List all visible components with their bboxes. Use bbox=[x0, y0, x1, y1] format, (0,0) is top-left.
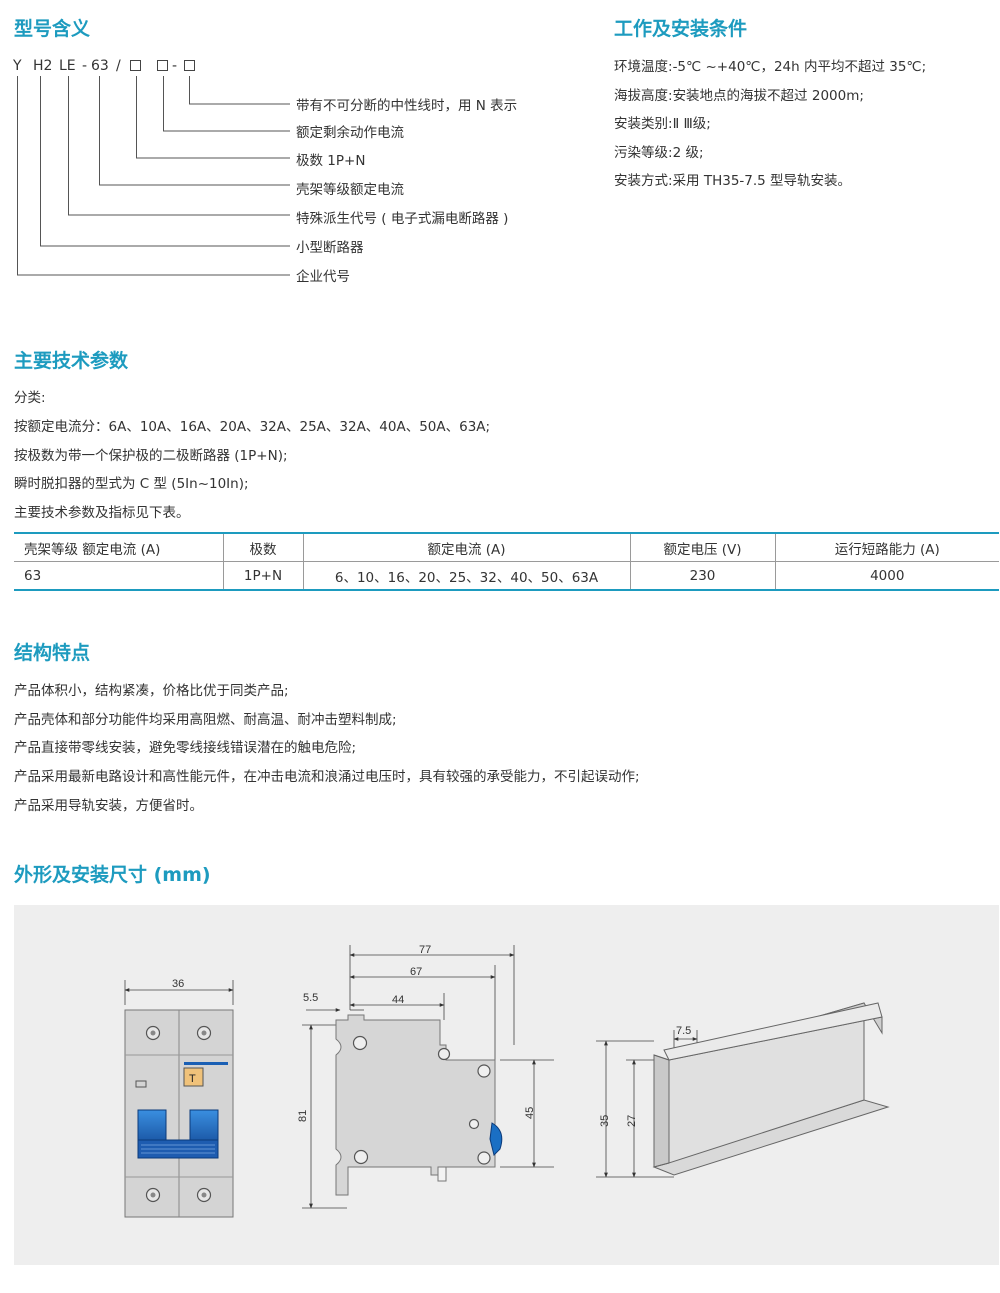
tech-line-poles: 按极数为带一个保护极的二极断路器 (1P+N); bbox=[14, 448, 288, 464]
dimension-drawing-panel: 36 T bbox=[14, 905, 999, 1265]
legend-mini-breaker: 小型断路器 bbox=[296, 240, 364, 256]
condition-mounting: 安装方式:采用 TH35-7.5 型导轨安装。 bbox=[614, 173, 852, 189]
header-rated-voltage: 额定电压 (V) bbox=[630, 533, 776, 562]
dim-height-81: 81 bbox=[297, 1110, 309, 1122]
code-box-residual bbox=[157, 60, 168, 71]
structure-line-neutral: 产品直接带零线安装，避免零线接线错误潜在的触电危险; bbox=[14, 740, 357, 756]
code-box-neutral bbox=[184, 60, 195, 71]
tech-line-table-note: 主要技术参数及指标见下表。 bbox=[14, 505, 190, 521]
din-rail-view: 7.5 35 27 bbox=[596, 1002, 890, 1178]
header-rated-current: 额定电流 (A) bbox=[303, 533, 631, 562]
table-row: 63 1P+N 6、10、16、20、25、32、40、50、63A 230 4… bbox=[14, 561, 999, 590]
dim-rail-35: 35 bbox=[599, 1115, 611, 1127]
cell-frame-current: 63 bbox=[14, 561, 224, 590]
model-title: 型号含义 bbox=[14, 18, 91, 40]
cell-poles: 1P+N bbox=[223, 561, 304, 590]
dim-height-45: 45 bbox=[524, 1107, 536, 1119]
dim-rail-27: 27 bbox=[626, 1115, 638, 1127]
structure-line-compact: 产品体积小，结构紧凑，价格比优于同类产品; bbox=[14, 683, 289, 699]
code-letter-h2: H2 bbox=[33, 58, 53, 74]
dim-offset-5-5: 5.5 bbox=[303, 992, 318, 1004]
dimension-drawings: 36 T bbox=[124, 944, 890, 1218]
cell-rated-voltage: 230 bbox=[630, 561, 776, 590]
structure-title: 结构特点 bbox=[14, 642, 91, 664]
code-letter-le: LE bbox=[59, 58, 76, 74]
breaker-front-view: 36 T bbox=[124, 978, 234, 1218]
code-63: 63 bbox=[91, 58, 109, 74]
dim-front-width: 36 bbox=[172, 978, 184, 990]
dim-rail-7-5: 7.5 bbox=[676, 1025, 691, 1037]
condition-altitude: 海拔高度:安装地点的海拔不超过 2000m; bbox=[614, 88, 864, 104]
legend-neutral: 带有不可分断的中性线时，用 N 表示 bbox=[296, 98, 518, 114]
legend-company-code: 企业代号 bbox=[296, 269, 350, 285]
header-short-circuit: 运行短路能力 (A) bbox=[834, 541, 940, 558]
code-slash: / bbox=[116, 58, 121, 74]
dim-depth-44: 44 bbox=[392, 994, 404, 1006]
header-frame-current: 壳架等级 额定电流 (A) bbox=[14, 533, 224, 562]
dimensions-title: 外形及安装尺寸 (mm) bbox=[14, 864, 211, 886]
breaker-side-view: 77 67 44 5.5 81 45 bbox=[297, 944, 554, 1209]
structure-line-rail: 产品采用导轨安装，方便省时。 bbox=[14, 798, 203, 814]
condition-pollution: 污染等级:2 级; bbox=[614, 145, 704, 161]
header-poles: 极数 bbox=[223, 533, 304, 562]
condition-install-category: 安装类别:Ⅱ Ⅲ级; bbox=[614, 116, 711, 132]
condition-temperature: 环境温度:-5℃ ~+40℃，24h 内平均不超过 35℃; bbox=[614, 59, 927, 75]
dim-depth-67: 67 bbox=[410, 966, 422, 978]
dim-depth-77: 77 bbox=[419, 944, 431, 956]
model-leader-lines bbox=[17, 76, 290, 276]
structure-line-circuit: 产品采用最新电路设计和高性能元件，在冲击电流和浪涌过电压时，具有较强的承受能力，… bbox=[14, 769, 640, 785]
legend-derivative-code: 特殊派生代号 ( 电子式漏电断路器 ) bbox=[296, 211, 509, 227]
tech-line-classification: 分类: bbox=[14, 390, 46, 406]
test-button-badge: T bbox=[189, 1073, 196, 1085]
legend-frame-current: 壳架等级额定电流 bbox=[296, 182, 404, 198]
legend-poles: 极数 1P+N bbox=[296, 153, 366, 169]
spec-table: 壳架等级 额定电流 (A) 极数 额定电流 (A) 额定电压 (V) 运行短路能… bbox=[14, 532, 999, 591]
tech-line-rated-current: 按额定电流分：6A、10A、16A、20A、32A、25A、32A、40A、50… bbox=[14, 419, 491, 435]
spec-table-header: 壳架等级 额定电流 (A) 极数 额定电流 (A) 额定电压 (V) 运行短路能… bbox=[14, 533, 999, 562]
legend-residual-current: 额定剩余动作电流 bbox=[296, 125, 404, 141]
cell-short-circuit: 4000 bbox=[870, 567, 905, 584]
code-box-poles bbox=[130, 60, 141, 71]
structure-line-housing: 产品壳体和部分功能件均采用高阻燃、耐高温、耐冲击塑料制成; bbox=[14, 712, 397, 728]
tech-title: 主要技术参数 bbox=[14, 350, 129, 372]
conditions-title: 工作及安装条件 bbox=[614, 18, 748, 40]
code-dash: - bbox=[82, 58, 88, 74]
code-dash-2: - bbox=[172, 58, 178, 74]
cell-rated-current: 6、10、16、20、25、32、40、50、63A bbox=[303, 561, 631, 590]
code-letter-y: Y bbox=[13, 58, 22, 74]
tech-line-trip-type: 瞬时脱扣器的型式为 C 型 (5In~10In); bbox=[14, 476, 249, 492]
